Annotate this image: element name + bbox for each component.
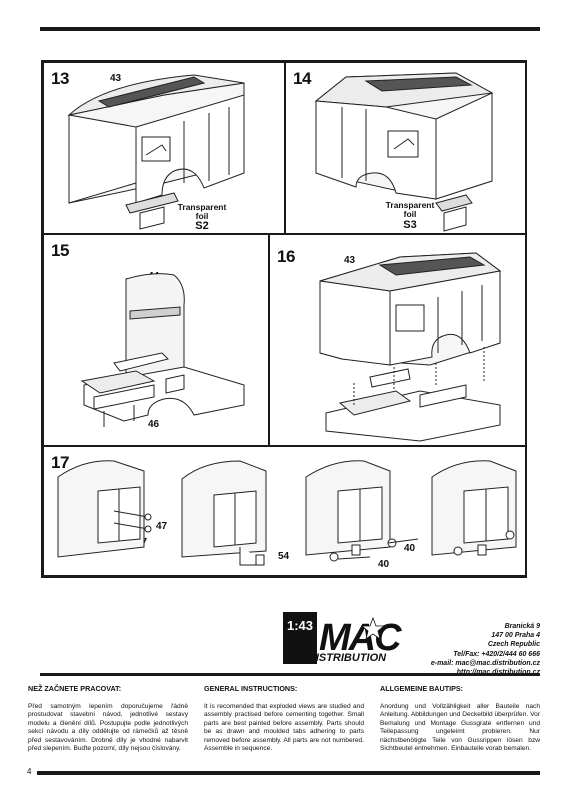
svg-text:MAC: MAC <box>319 617 402 659</box>
svg-text:1:43: 1:43 <box>287 618 313 633</box>
step-15-drawing <box>80 273 245 427</box>
part-label: S3 <box>403 219 417 231</box>
step-number: 16 <box>277 247 295 266</box>
instructions-english: GENERAL INSTRUCTIONS: It is recomended t… <box>204 684 364 753</box>
step-number: 14 <box>293 69 311 88</box>
middle-rule <box>40 673 540 676</box>
contact-address: Branická 9 147 00 Praha 4 Czech Republic… <box>431 622 540 677</box>
step-15-panel: 15 44 46 <box>43 234 269 446</box>
part-label: 40 <box>404 543 416 554</box>
step-13-drawing <box>67 74 245 230</box>
country: Czech Republic <box>487 641 540 649</box>
instructions-german: ALLGEMEINE BAUTIPS: Anordung und Vollzäh… <box>380 684 540 753</box>
step-number: 17 <box>51 453 69 472</box>
phone: Tel/Fax: +420/2/444 60 666 <box>453 650 540 658</box>
postal-city: 147 00 Praha 4 <box>491 632 540 640</box>
step-16-drawing <box>319 252 502 442</box>
section-heading: ALLGEMEINE BAUTIPS: <box>380 684 464 693</box>
transparent-foil-caption: Transparent foil <box>385 200 435 219</box>
assembly-steps-grid: 13 43 Transparent foil S2 <box>41 60 527 578</box>
transparent-foil-caption: Transparent foil <box>177 202 227 221</box>
section-text: Před samotným lepením doporučujeme řádně… <box>28 703 188 753</box>
street: Branická 9 <box>504 623 540 630</box>
part-label: 54 <box>278 551 290 562</box>
step-16-panel: 16 43 <box>269 234 527 446</box>
part-label: 43 <box>110 73 122 84</box>
part-label: 47 <box>156 521 168 532</box>
svg-text:DISTRIBUTION: DISTRIBUTION <box>308 652 387 664</box>
step-13-panel: 13 43 Transparent foil S2 <box>43 62 285 234</box>
part-label: 46 <box>148 419 160 430</box>
step-14-panel: 14 43 Transparent foil S3 <box>285 62 527 234</box>
step-number: 15 <box>51 241 69 260</box>
mac-distribution-logo: 1:43 MAC DISTRIBUTION <box>283 612 404 664</box>
section-text: It is recomended that exploded views are… <box>204 703 364 753</box>
email: e-mail: mac@mac.distribution.cz <box>430 659 540 667</box>
top-rule <box>40 27 540 31</box>
part-label: 40 <box>378 559 390 570</box>
instructions-czech: NEŽ ZAČNETE PRACOVAT: Před samotným lepe… <box>28 684 188 753</box>
website: http://mac.distribution.cz <box>431 668 540 677</box>
section-heading: NEŽ ZAČNETE PRACOVAT: <box>28 684 122 693</box>
part-label: S2 <box>195 220 209 232</box>
section-text: Anordung und Vollzähligkeit aller Bautei… <box>380 703 540 753</box>
step-17-drawing <box>57 460 517 566</box>
step-14-drawing <box>314 72 494 232</box>
section-heading: GENERAL INSTRUCTIONS: <box>204 684 298 693</box>
step-number: 13 <box>51 69 69 88</box>
page-number: 4 <box>27 767 32 776</box>
bottom-rule <box>37 771 540 775</box>
step-17-panel: 17 47 47 54 40 40 <box>43 446 527 576</box>
part-label: 43 <box>344 255 356 266</box>
